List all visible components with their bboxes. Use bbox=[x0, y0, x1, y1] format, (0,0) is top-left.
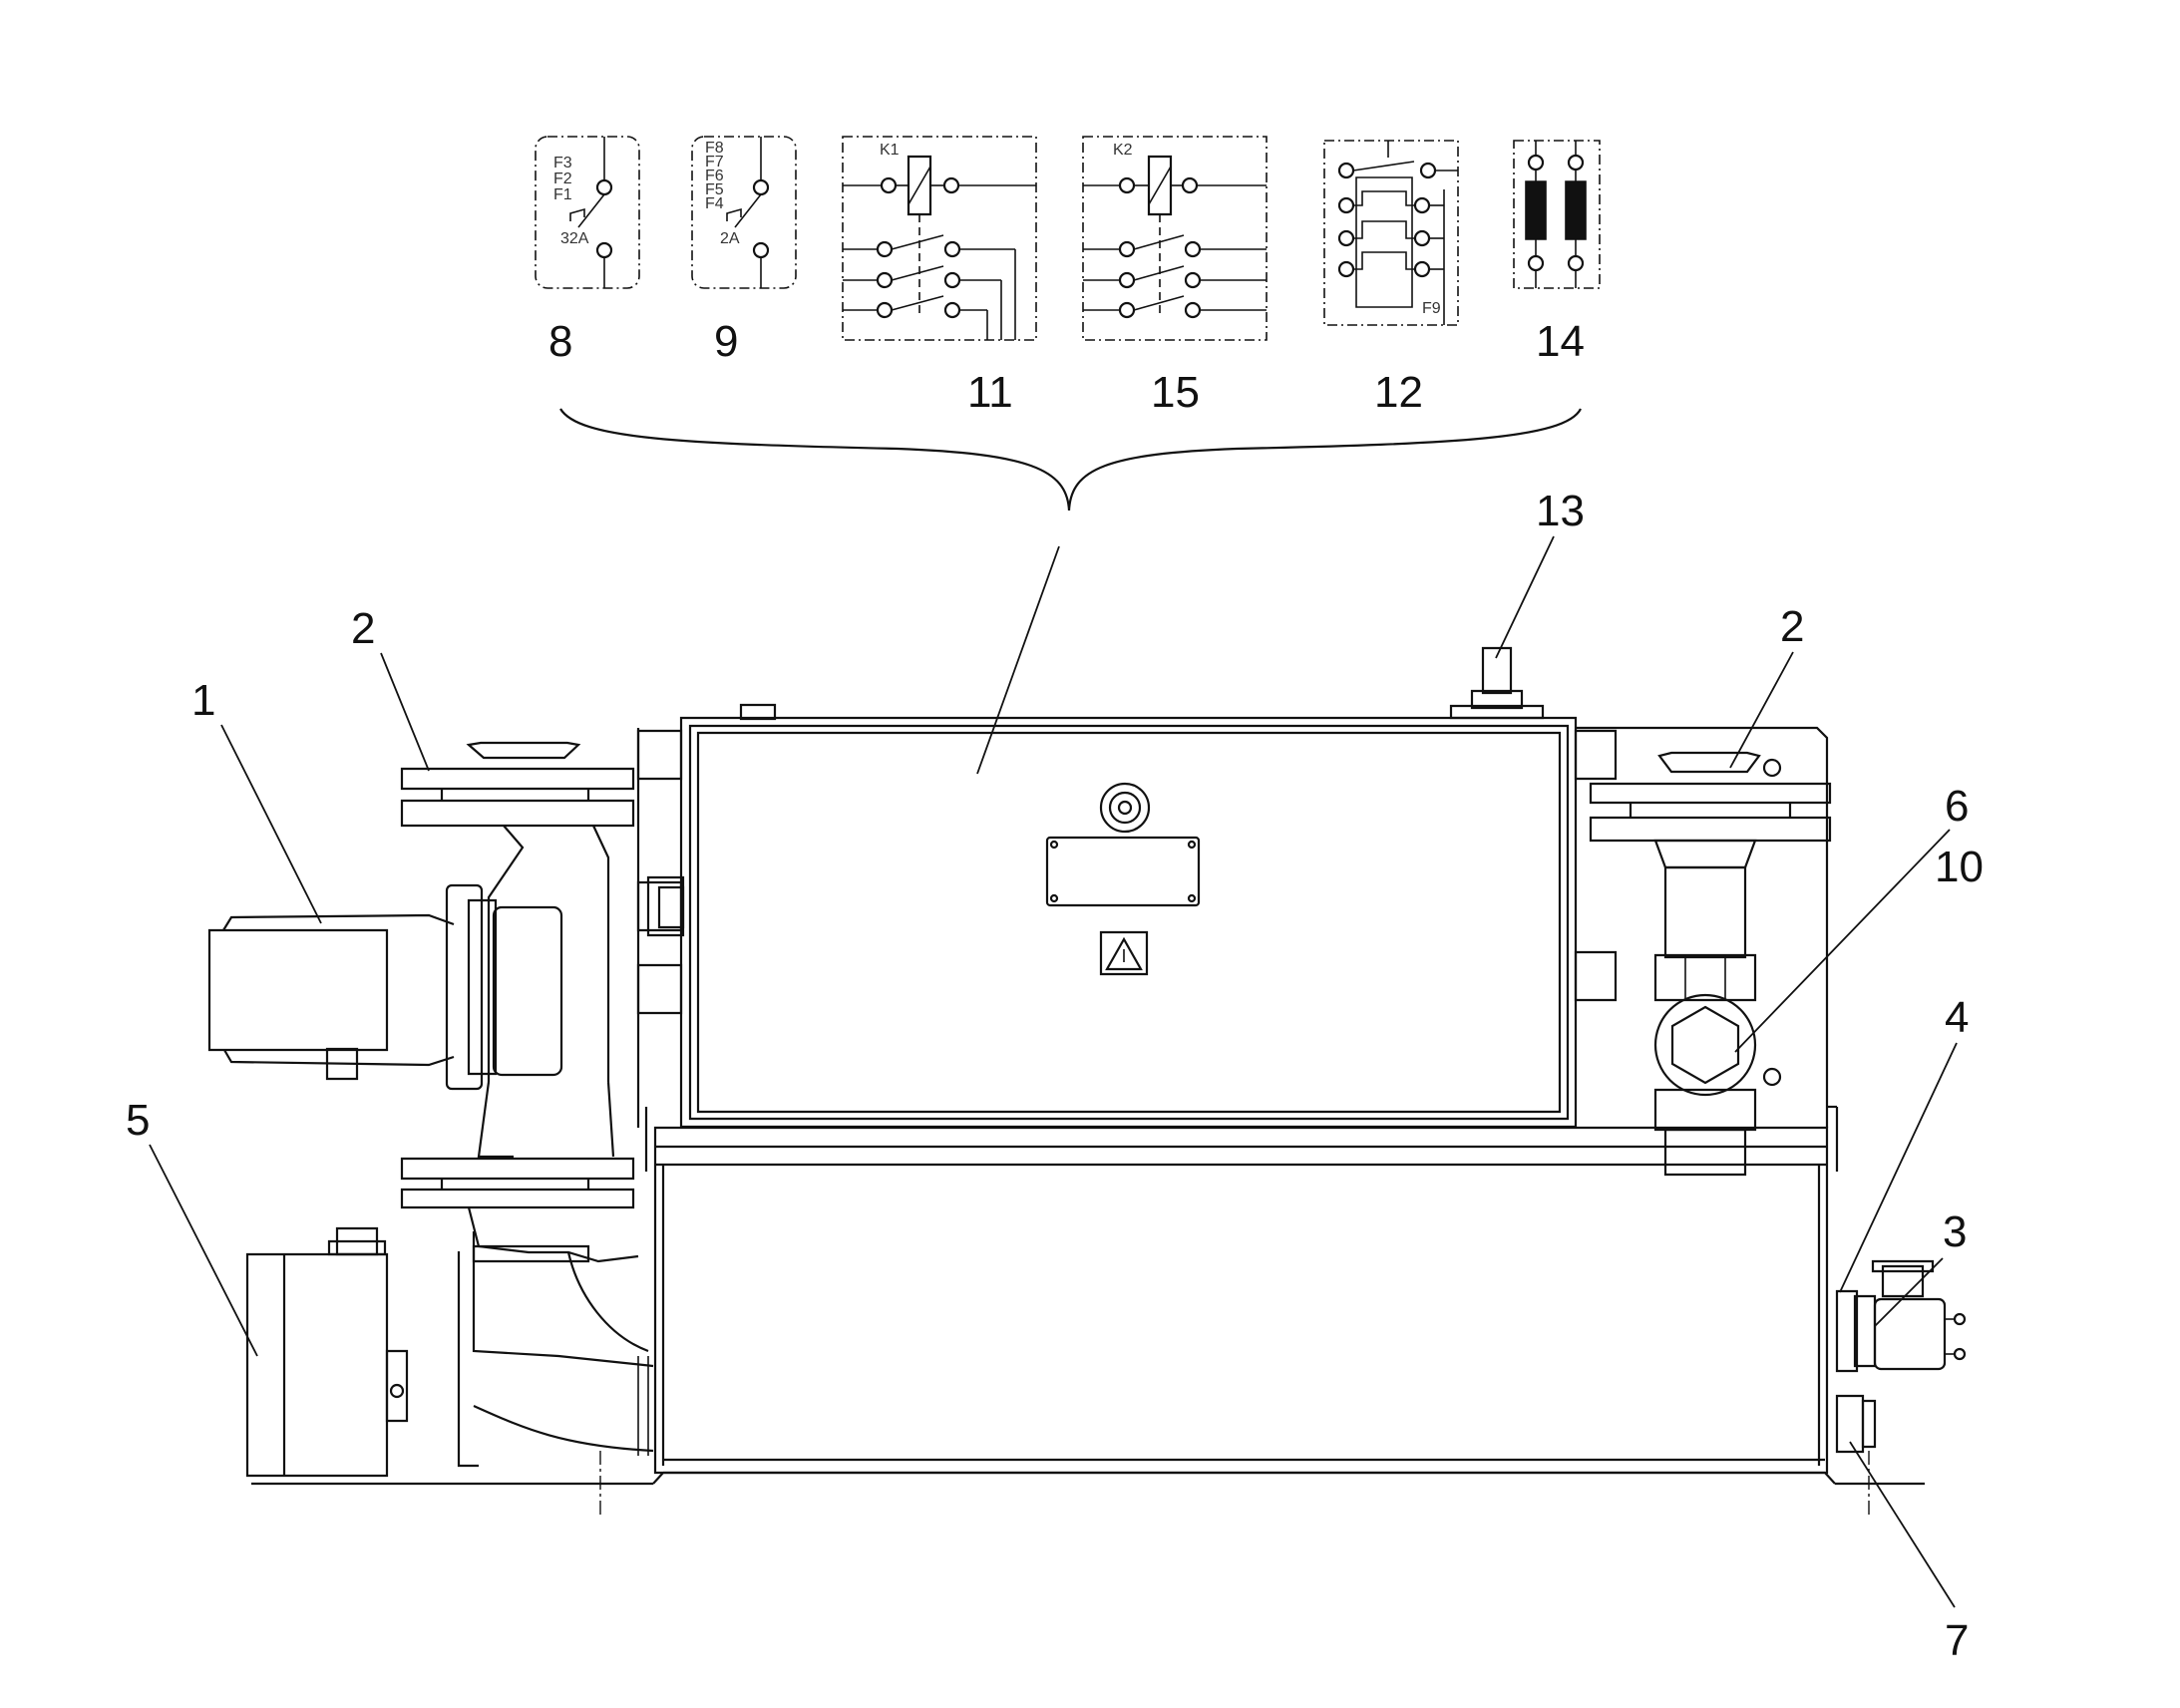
thermostat bbox=[1451, 648, 1543, 718]
breaker-label-3: F1 bbox=[553, 186, 572, 203]
callout-8: 8 bbox=[548, 317, 572, 366]
callout-10: 10 bbox=[1935, 843, 1984, 891]
callout-14: 14 bbox=[1536, 317, 1585, 366]
thermal-relay-symbol: F9 bbox=[1324, 141, 1458, 325]
leader-7 bbox=[1850, 1442, 1955, 1607]
callout-13: 13 bbox=[1536, 487, 1585, 535]
junction-box bbox=[247, 1228, 407, 1476]
callout-4: 4 bbox=[1945, 993, 1969, 1042]
breaker-label-1: F8 bbox=[705, 140, 724, 157]
leader-5 bbox=[150, 1145, 257, 1356]
outlet-elbow bbox=[459, 1207, 653, 1466]
callout-3: 3 bbox=[1943, 1207, 1967, 1256]
leader-2-left bbox=[381, 653, 429, 771]
breaker-label-2: F2 bbox=[553, 171, 572, 187]
circulation-pump bbox=[209, 885, 561, 1089]
drain-plug bbox=[1837, 1396, 1875, 1452]
nameplate bbox=[1047, 838, 1199, 905]
temperature-sensor bbox=[1837, 1261, 1965, 1371]
breaker-symbol-32a: F3 F2 F1 32A bbox=[536, 137, 639, 288]
callout-9: 9 bbox=[714, 317, 738, 366]
breaker-label-2: F7 bbox=[705, 154, 724, 171]
breaker-label-5: F4 bbox=[705, 195, 724, 212]
left-inlet-flanges bbox=[402, 743, 633, 1207]
callout-12: 12 bbox=[1374, 368, 1423, 417]
leader-control-box bbox=[977, 546, 1059, 774]
leader-3 bbox=[1875, 1258, 1943, 1326]
relay-tag: F9 bbox=[1422, 300, 1441, 317]
callout-7: 7 bbox=[1945, 1616, 1969, 1665]
callout-6: 6 bbox=[1945, 782, 1969, 831]
grouping-brace bbox=[560, 409, 1581, 511]
control-box bbox=[638, 705, 1616, 1127]
coil-label: K1 bbox=[880, 142, 900, 159]
warning-sign bbox=[1101, 932, 1147, 974]
right-outlet-flanges bbox=[1591, 753, 1830, 957]
safety-valve bbox=[1655, 955, 1755, 1175]
leader-4 bbox=[1840, 1043, 1957, 1292]
callout-2-right: 2 bbox=[1780, 602, 1804, 651]
breaker-label-4: F5 bbox=[705, 181, 724, 198]
coil-label: K2 bbox=[1113, 142, 1133, 159]
leader-6 bbox=[1735, 830, 1950, 1052]
callout-15: 15 bbox=[1151, 368, 1200, 417]
leader-1 bbox=[221, 725, 321, 923]
heater-symbol bbox=[1514, 141, 1600, 288]
callout-2-left: 2 bbox=[351, 604, 375, 653]
breaker-symbol-2a: F8 F7 F6 F5 F4 2A bbox=[692, 137, 796, 288]
leader-13 bbox=[1496, 536, 1554, 658]
lock-knob bbox=[1101, 784, 1149, 832]
breaker-label-1: F3 bbox=[553, 155, 572, 171]
callout-5: 5 bbox=[126, 1096, 150, 1145]
contactor-symbol-k2: K2 bbox=[1083, 137, 1267, 340]
breaker-rating: 2A bbox=[720, 230, 740, 247]
leader-2-right bbox=[1730, 652, 1793, 768]
contactor-symbol-k1: K1 bbox=[843, 137, 1036, 340]
callout-11: 11 bbox=[967, 368, 1013, 417]
callout-1: 1 bbox=[191, 676, 215, 725]
base-frame bbox=[251, 1451, 1925, 1516]
breaker-rating: 32A bbox=[560, 230, 589, 247]
breaker-label-3: F6 bbox=[705, 168, 724, 184]
